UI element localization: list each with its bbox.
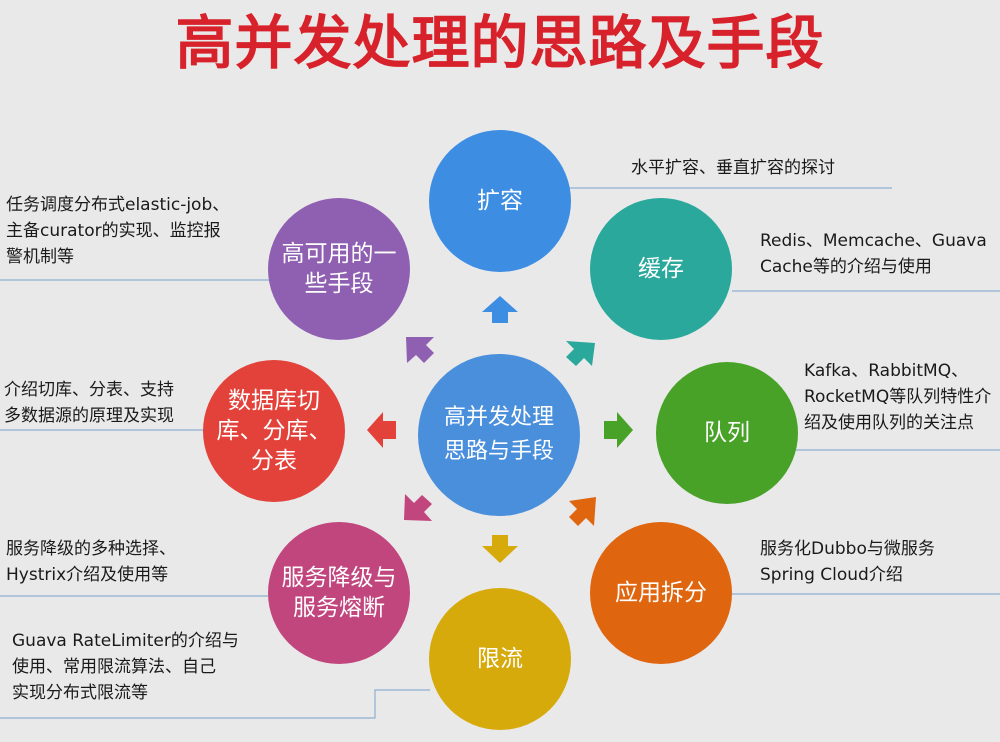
note-ha: 任务调度分布式elastic-job、 主备curator的实现、监控报 警机制… (6, 195, 230, 267)
note-db: 介绍切库、分表、支持 多数据源的原理及实现 (4, 380, 174, 426)
arrow-downright (569, 497, 596, 526)
node-degrade: 服务降级与 服务熔断 (268, 522, 410, 664)
node-limit: 限流 (429, 588, 571, 730)
node-db: 数据库切 库、分库、 分表 (203, 360, 345, 502)
note-cache: Redis、Memcache、Guava Cache等的介绍与使用 (760, 231, 987, 277)
note-queue: Kafka、RabbitMQ、 RocketMQ等队列特性介 绍及使用队列的关注… (804, 361, 992, 433)
arrow-right (604, 412, 633, 448)
note-limit: Guava RateLimiter的介绍与 使用、常用限流算法、自己 实现分布式… (12, 631, 239, 703)
arrow-upleft (406, 337, 434, 363)
arrow-down (482, 535, 518, 563)
direction-arrows (367, 296, 633, 563)
center-circle: 高并发处理 思路与手段 (418, 354, 580, 516)
arrow-up (482, 296, 518, 323)
node-queue: 队列 (656, 362, 798, 504)
node-split: 应用拆分 (590, 522, 732, 664)
node-expand: 扩容 (429, 130, 571, 272)
node-cache: 缓存 (590, 198, 732, 340)
note-degrade: 服务降级的多种选择、 Hystrix介绍及使用等 (6, 539, 176, 585)
page-title: 高并发处理的思路及手段 (175, 9, 825, 77)
arrow-upright (566, 341, 595, 366)
node-ha: 高可用的一 些手段 (268, 198, 410, 340)
arrow-left (367, 412, 396, 448)
arrow-downleft (404, 494, 432, 521)
note-split: 服务化Dubbo与微服务 Spring Cloud介绍 (760, 539, 935, 585)
note-expand: 水平扩容、垂直扩容的探讨 (631, 158, 835, 178)
